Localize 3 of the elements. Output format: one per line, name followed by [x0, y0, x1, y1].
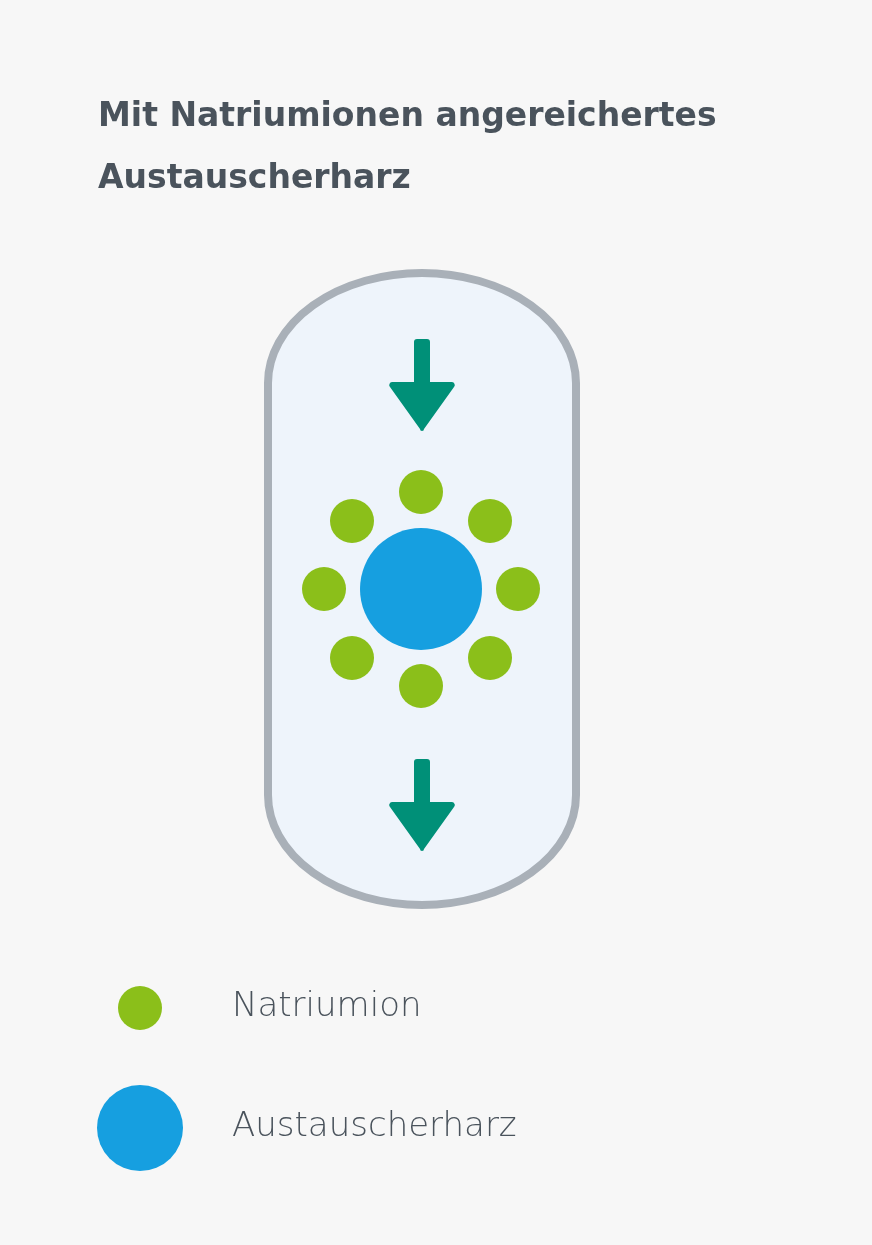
legend-label: Austauscherharz: [232, 1104, 517, 1144]
legend-label: Natriumion: [232, 984, 422, 1024]
title: Mit Natriumionen angereichertes Austauscherharz: [98, 94, 718, 198]
